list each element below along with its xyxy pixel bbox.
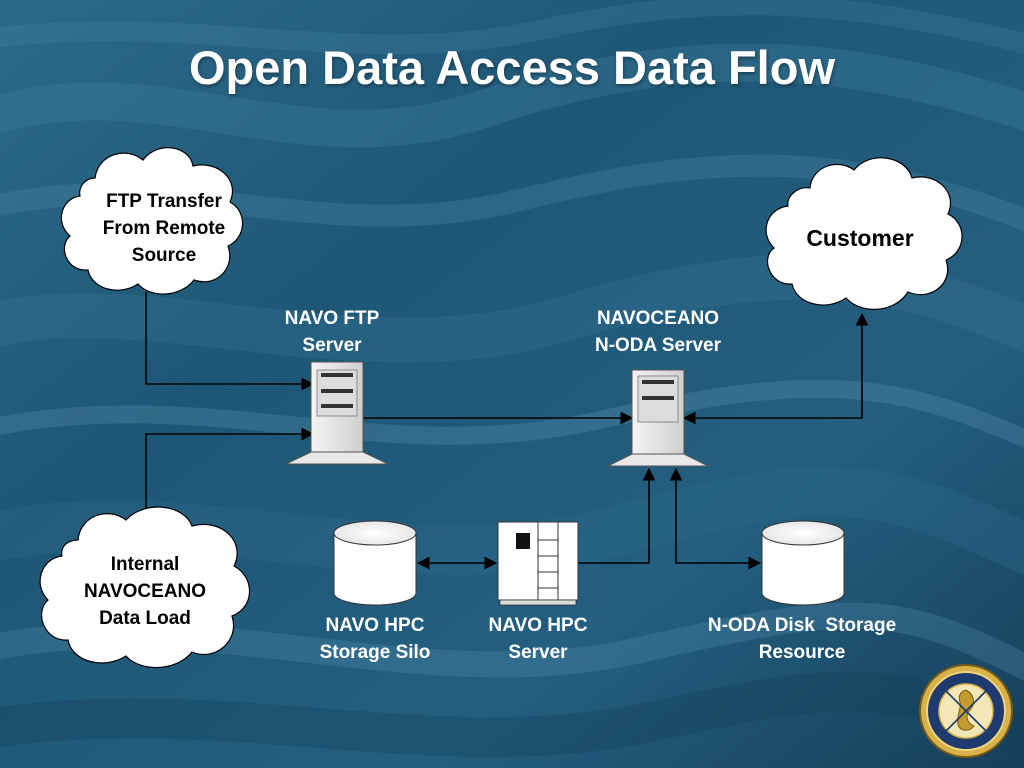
- cloud-internal-load: [39, 506, 251, 669]
- server-tower-icon: [607, 369, 709, 467]
- navoceano-seal-icon: [919, 664, 1013, 758]
- disk-storage-icon: [761, 520, 845, 606]
- ftp-source-line-3: Source: [131, 245, 197, 266]
- noda-disk-label: N-ODA Disk Storage Resource: [682, 612, 922, 666]
- internal-load-line-1: Internal: [110, 554, 180, 575]
- noda-disk-line-2: Resource: [758, 642, 846, 663]
- ftp-server-line-2: Server: [302, 335, 362, 356]
- hpc-server-line-1: NAVO HPC: [488, 615, 588, 636]
- hpc-silo-line-1: NAVO HPC: [325, 615, 425, 636]
- internal-load-label: Internal NAVOCEANO Data Load: [55, 551, 235, 632]
- ftp-source-line-1: FTP Transfer: [106, 191, 222, 212]
- hpc-silo-label: NAVO HPC Storage Silo: [300, 612, 450, 666]
- connector-noda-server-disk: [669, 467, 762, 570]
- server-tower-icon: [285, 361, 389, 465]
- noda-disk: [761, 520, 845, 606]
- disk-storage-icon: [333, 520, 417, 606]
- internal-load-line-3: Data Load: [99, 608, 191, 629]
- noda-disk-line-1: N-ODA Disk Storage: [707, 615, 897, 636]
- connector-hpc-server-to-noda-server: [578, 467, 656, 564]
- cloud-ftp-source: [60, 147, 244, 295]
- hpc-server-mainframe: [497, 521, 579, 606]
- ftp-server-tower: [285, 361, 389, 465]
- mainframe-icon: [497, 521, 579, 606]
- ftp-server-label: NAVO FTP Server: [252, 305, 412, 359]
- connector-internal-load-to-ftp-server: [145, 427, 315, 524]
- connector-ftp-source-to-ftp-server: [145, 292, 315, 391]
- connector-noda-server-customer: [682, 312, 869, 425]
- internal-load-line-2: NAVOCEANO: [83, 581, 207, 602]
- customer-label: Customer: [780, 225, 940, 252]
- connectors: [145, 292, 869, 570]
- ftp-source-line-2: From Remote: [102, 218, 226, 239]
- noda-server-tower: [607, 369, 709, 467]
- hpc-silo-disk: [333, 520, 417, 606]
- noda-server-line-1: NAVOCEANO: [596, 308, 720, 329]
- hpc-server-line-2: Server: [508, 642, 568, 663]
- ftp-source-label: FTP Transfer From Remote Source: [74, 188, 254, 269]
- hpc-server-label: NAVO HPC Server: [466, 612, 610, 666]
- noda-server-label: NAVOCEANO N-ODA Server: [566, 305, 750, 359]
- noda-server-line-2: N-ODA Server: [594, 335, 721, 356]
- cloud-icon: [39, 147, 963, 669]
- hpc-silo-line-2: Storage Silo: [319, 642, 431, 663]
- cloud-customer: [765, 157, 963, 310]
- page-title: Open Data Access Data Flow: [188, 41, 836, 94]
- customer-line-1: Customer: [806, 225, 914, 251]
- ftp-server-line-1: NAVO FTP: [284, 308, 380, 329]
